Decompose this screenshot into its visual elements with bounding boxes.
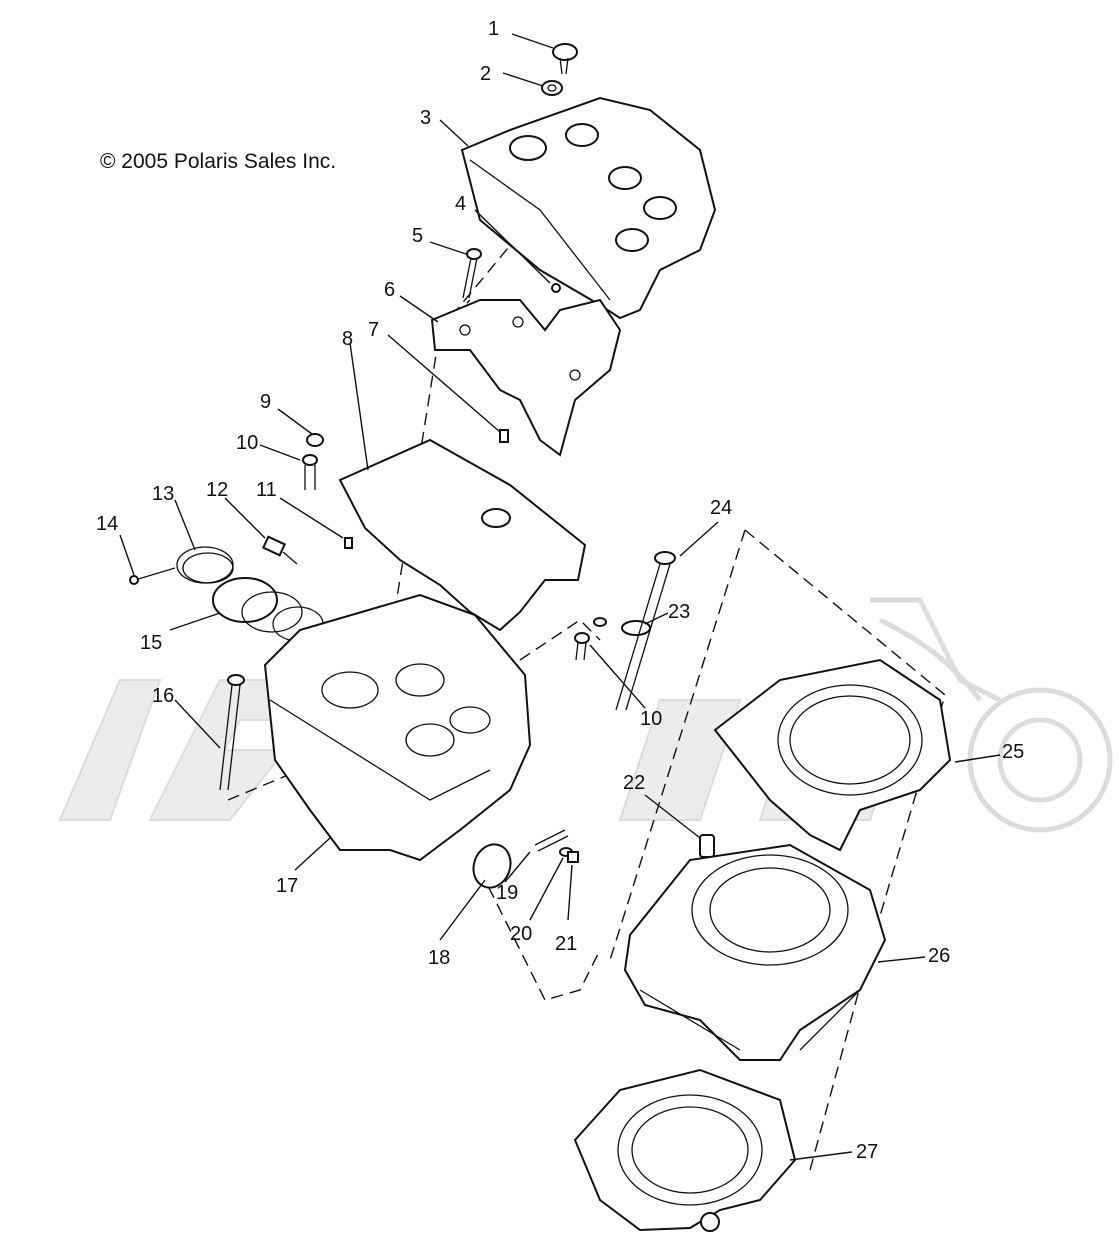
callout-4: 4 — [455, 193, 466, 215]
callout-22: 22 — [623, 772, 645, 794]
callout-10-second: 10 — [640, 708, 662, 730]
part-3-valve-cover — [460, 96, 717, 320]
part-16-long-bolt — [219, 674, 245, 791]
part-9-nut — [306, 433, 324, 447]
part-1-screw — [552, 43, 578, 75]
callout-17: 17 — [276, 875, 298, 897]
copyright-notice: © 2005 Polaris Sales Inc. — [100, 150, 337, 173]
part-10-stud-second — [574, 617, 607, 661]
part-17-cylinder-head — [263, 593, 532, 862]
part-11-pin — [344, 537, 353, 549]
callout-18: 18 — [428, 947, 450, 969]
callout-12: 12 — [206, 479, 228, 501]
callout-21: 21 — [555, 933, 577, 955]
part-26-cylinder — [623, 843, 887, 1061]
callout-3: 3 — [420, 107, 431, 129]
part-23-washer — [621, 620, 651, 636]
part-2-washer — [541, 80, 563, 96]
part-25-head-gasket — [713, 658, 952, 852]
part-19-stud — [534, 829, 569, 852]
callout-9: 9 — [260, 391, 271, 413]
part-21-nut — [567, 851, 579, 863]
callout-24: 24 — [710, 497, 732, 519]
part-14-screw — [129, 567, 176, 585]
callout-6: 6 — [384, 279, 395, 301]
part-8-gasket — [338, 438, 587, 632]
callout-25: 25 — [1002, 741, 1024, 763]
callout-16: 16 — [152, 685, 174, 707]
callout-14: 14 — [96, 513, 118, 535]
callout-19: 19 — [496, 882, 518, 904]
part-13-clamp — [176, 546, 234, 584]
part-4-pin — [551, 283, 561, 293]
callout-10: 10 — [236, 432, 258, 454]
callout-labels: 1 2 3 4 5 6 7 8 9 10 11 12 13 14 15 16 1… — [96, 18, 1024, 1163]
part-15-intake-boot — [212, 577, 324, 642]
callout-2: 2 — [480, 63, 491, 85]
part-22-dowel — [699, 834, 715, 858]
callout-8: 8 — [342, 328, 353, 350]
part-6-cam-cap — [430, 298, 622, 457]
part-10-stud — [302, 454, 318, 490]
part-18-o-ring — [472, 843, 512, 889]
callout-27: 27 — [856, 1141, 878, 1163]
part-24-head-bolt — [615, 551, 676, 711]
callout-23: 23 — [668, 601, 690, 623]
part-7-pin — [499, 429, 509, 443]
leader-lines — [119, 33, 1001, 1161]
callout-20: 20 — [510, 923, 532, 945]
callout-1: 1 — [488, 18, 499, 40]
part-27-base-gasket — [573, 1068, 797, 1232]
callout-15: 15 — [140, 632, 162, 654]
callout-11: 11 — [256, 479, 277, 501]
part-5-bolt — [462, 248, 482, 299]
callout-13: 13 — [152, 483, 174, 505]
callout-5: 5 — [412, 225, 423, 247]
callout-7: 7 — [368, 319, 379, 341]
part-12-fitting — [261, 535, 298, 565]
callout-26: 26 — [928, 945, 950, 967]
